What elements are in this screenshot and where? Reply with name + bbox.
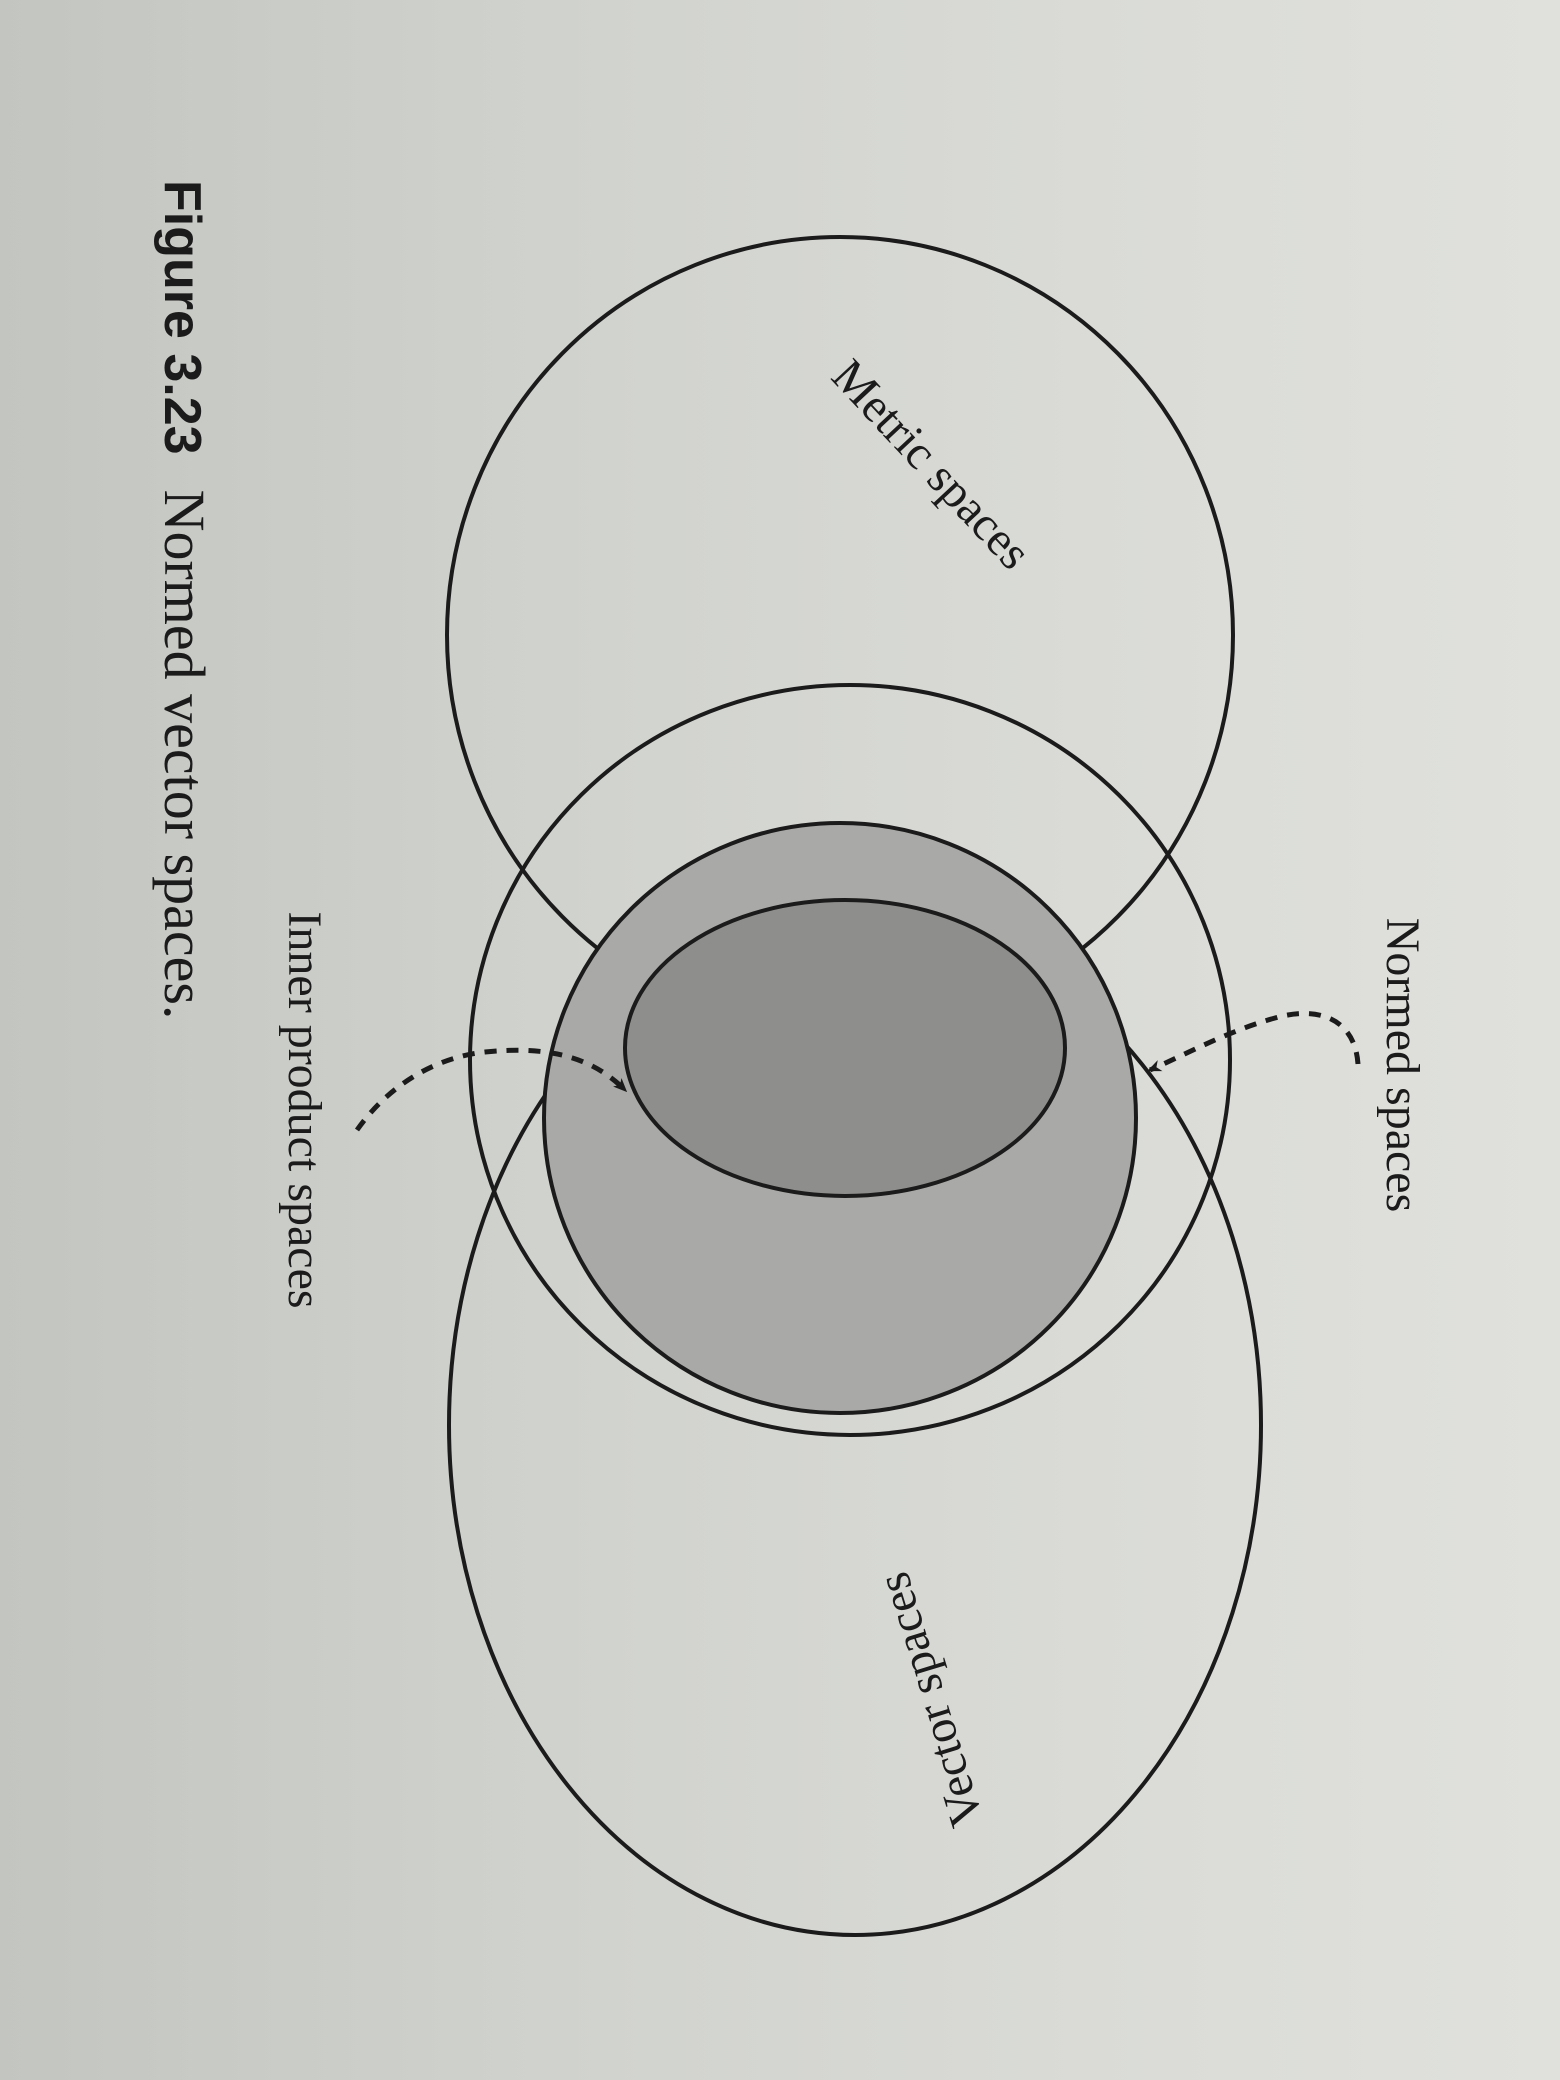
caption-number: Figure 3.23 [153,180,211,455]
figure-caption: Figure 3.23 Normed vector spaces. [152,180,217,1019]
caption-text: Normed vector spaces. [152,490,217,1020]
normed-spaces-arrow [1147,1011,1361,1073]
normed-vector-spaces-ellipse [468,683,1232,1437]
metric-spaces-label: Metric spaces [822,349,1042,579]
inner-product-spaces-arrow [354,1047,628,1132]
vector-spaces-label: Vector spaces [866,1566,993,1833]
inner-product-spaces-region [623,898,1067,1198]
inner-product-spaces-label: Inner product spaces [278,911,331,1308]
normed-spaces-label: Normed spaces [1376,918,1429,1213]
